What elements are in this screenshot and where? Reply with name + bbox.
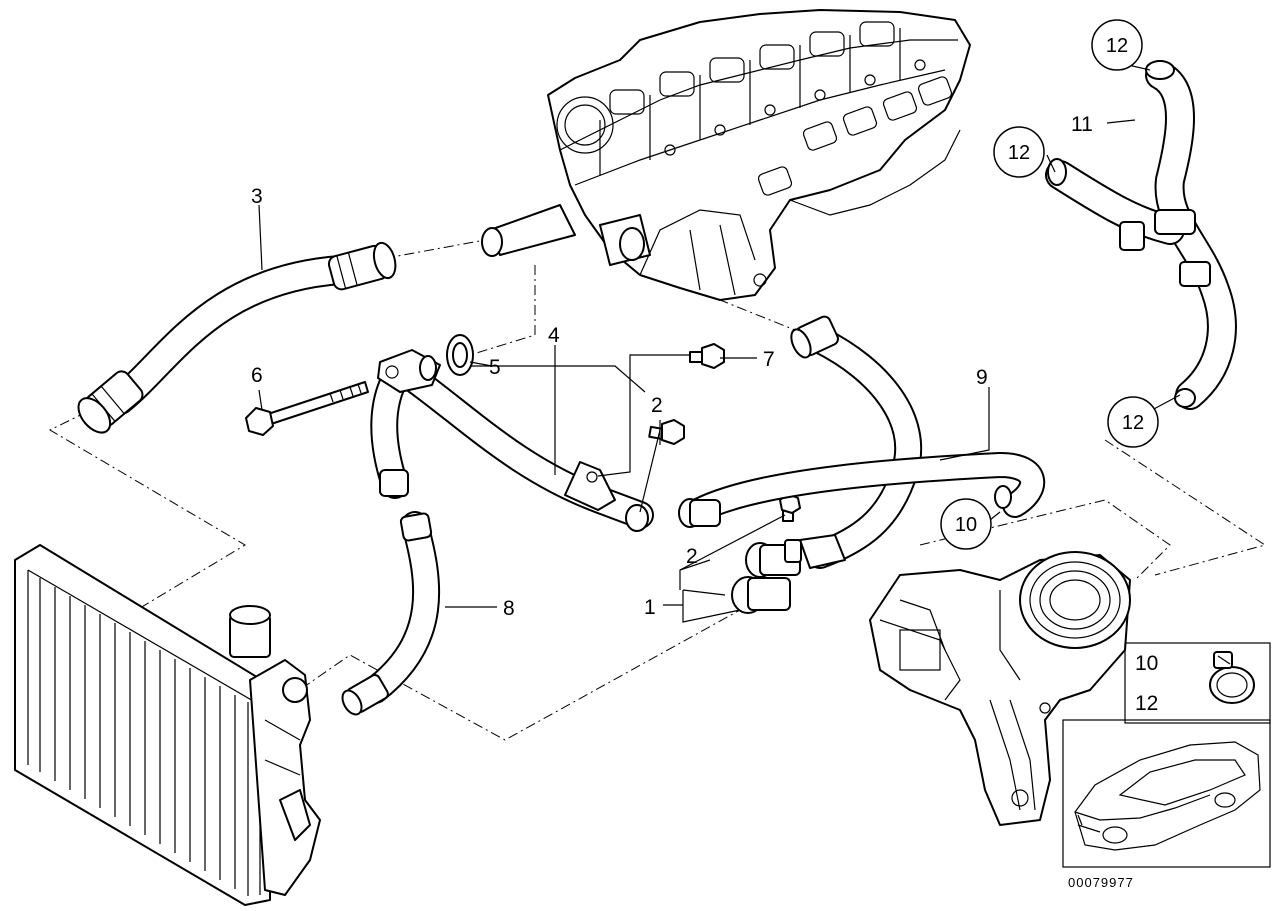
- gasket-5: [446, 334, 474, 376]
- legend-label-10: 10: [1135, 652, 1158, 675]
- screw-2-upper: [648, 419, 685, 445]
- engine-cylinder-head: [481, 9, 971, 301]
- callout-10: 10: [955, 514, 977, 536]
- hose-4: [370, 349, 654, 532]
- leader-lines: [258, 61, 1181, 623]
- thermostat-housing: [869, 551, 1131, 826]
- hose-3: [77, 241, 397, 434]
- callout-7: 7: [763, 348, 775, 371]
- diagram-reference-number: 00079977: [1068, 875, 1134, 890]
- legend-box: 10 12: [1124, 642, 1271, 724]
- car-silhouette-icon: [1074, 741, 1261, 851]
- hose-clamp-icon: [1209, 651, 1255, 704]
- callout-2-upper: 2: [651, 394, 663, 417]
- callout-9: 9: [976, 366, 988, 389]
- callout-5: 5: [489, 356, 501, 379]
- callout-12-top: 12: [1106, 35, 1128, 57]
- hose-9: [678, 315, 1046, 614]
- hose-11: [1045, 60, 1237, 410]
- callout-2-lower: 2: [686, 545, 698, 568]
- callout-6: 6: [251, 364, 263, 387]
- legend-label-12: 12: [1135, 692, 1158, 715]
- vehicle-thumbnail: [1062, 719, 1271, 868]
- radiator: [14, 544, 321, 906]
- dashed-reference-lines: [19, 239, 1267, 741]
- bolt-6: [245, 381, 369, 436]
- hose-8: [341, 511, 441, 716]
- callout-1: 1: [644, 596, 656, 619]
- callout-11: 11: [1071, 113, 1093, 136]
- screw-7: [689, 343, 725, 369]
- callout-12-middle: 12: [1008, 142, 1030, 164]
- callout-3: 3: [251, 185, 263, 208]
- callout-4: 4: [548, 324, 560, 347]
- callout-8: 8: [503, 597, 515, 620]
- circled-callouts: 12 12 12 10: [940, 19, 1159, 550]
- callout-12-bottom: 12: [1122, 412, 1144, 434]
- callout-labels: 3 4 5 6 7 2 2 1 8 9 11: [251, 113, 1093, 620]
